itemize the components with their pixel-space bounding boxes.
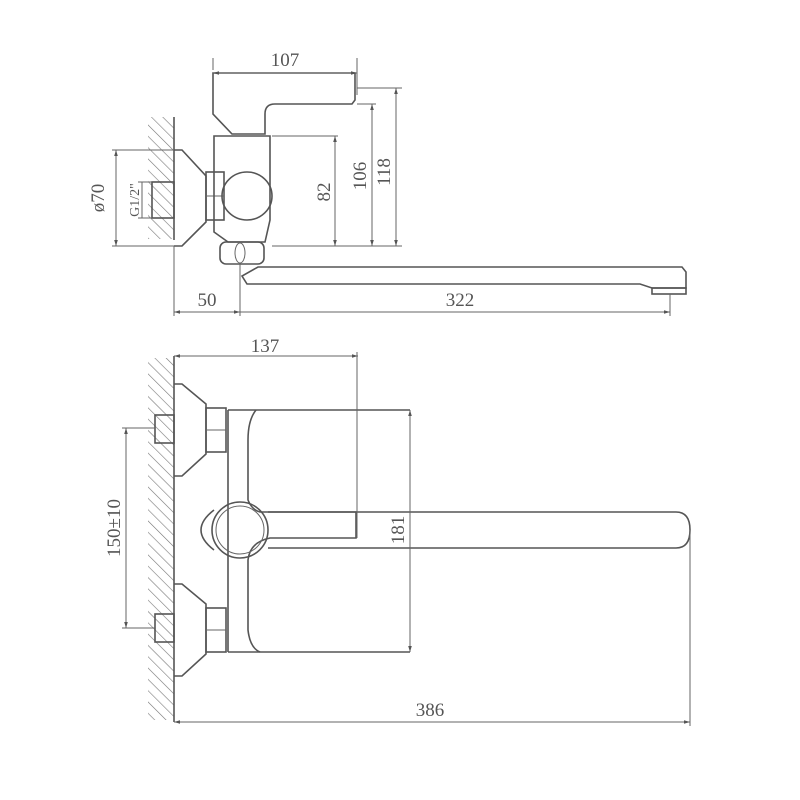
wall-hatch [148, 117, 174, 239]
flange [174, 149, 207, 247]
dim-height-total: 118 [374, 158, 395, 186]
wall-hatch-top [148, 358, 174, 720]
side-view: 107 82 106 118 ø70 G1/2" 50 322 [88, 50, 687, 316]
dim-thread: G1/2" [128, 183, 143, 217]
spout-top [268, 511, 691, 549]
lever-handle [212, 72, 356, 135]
dim-spout-length: 322 [446, 290, 475, 311]
dim-total-reach: 386 [416, 700, 445, 721]
dim-inlet-spacing: 150±10 [104, 499, 125, 557]
dim-body-depth: 137 [251, 336, 280, 357]
body [213, 135, 271, 243]
dim-body-width: 181 [388, 516, 409, 545]
dim-height-lever: 106 [350, 162, 371, 191]
dim-handle-length: 107 [271, 50, 300, 71]
dim-flange-diameter: ø70 [88, 184, 109, 213]
dim-height-body: 82 [314, 183, 335, 202]
spout [240, 266, 687, 289]
top-view: 137 150±10 181 386 [104, 336, 691, 726]
dim-wall-to-spout: 50 [198, 290, 217, 311]
